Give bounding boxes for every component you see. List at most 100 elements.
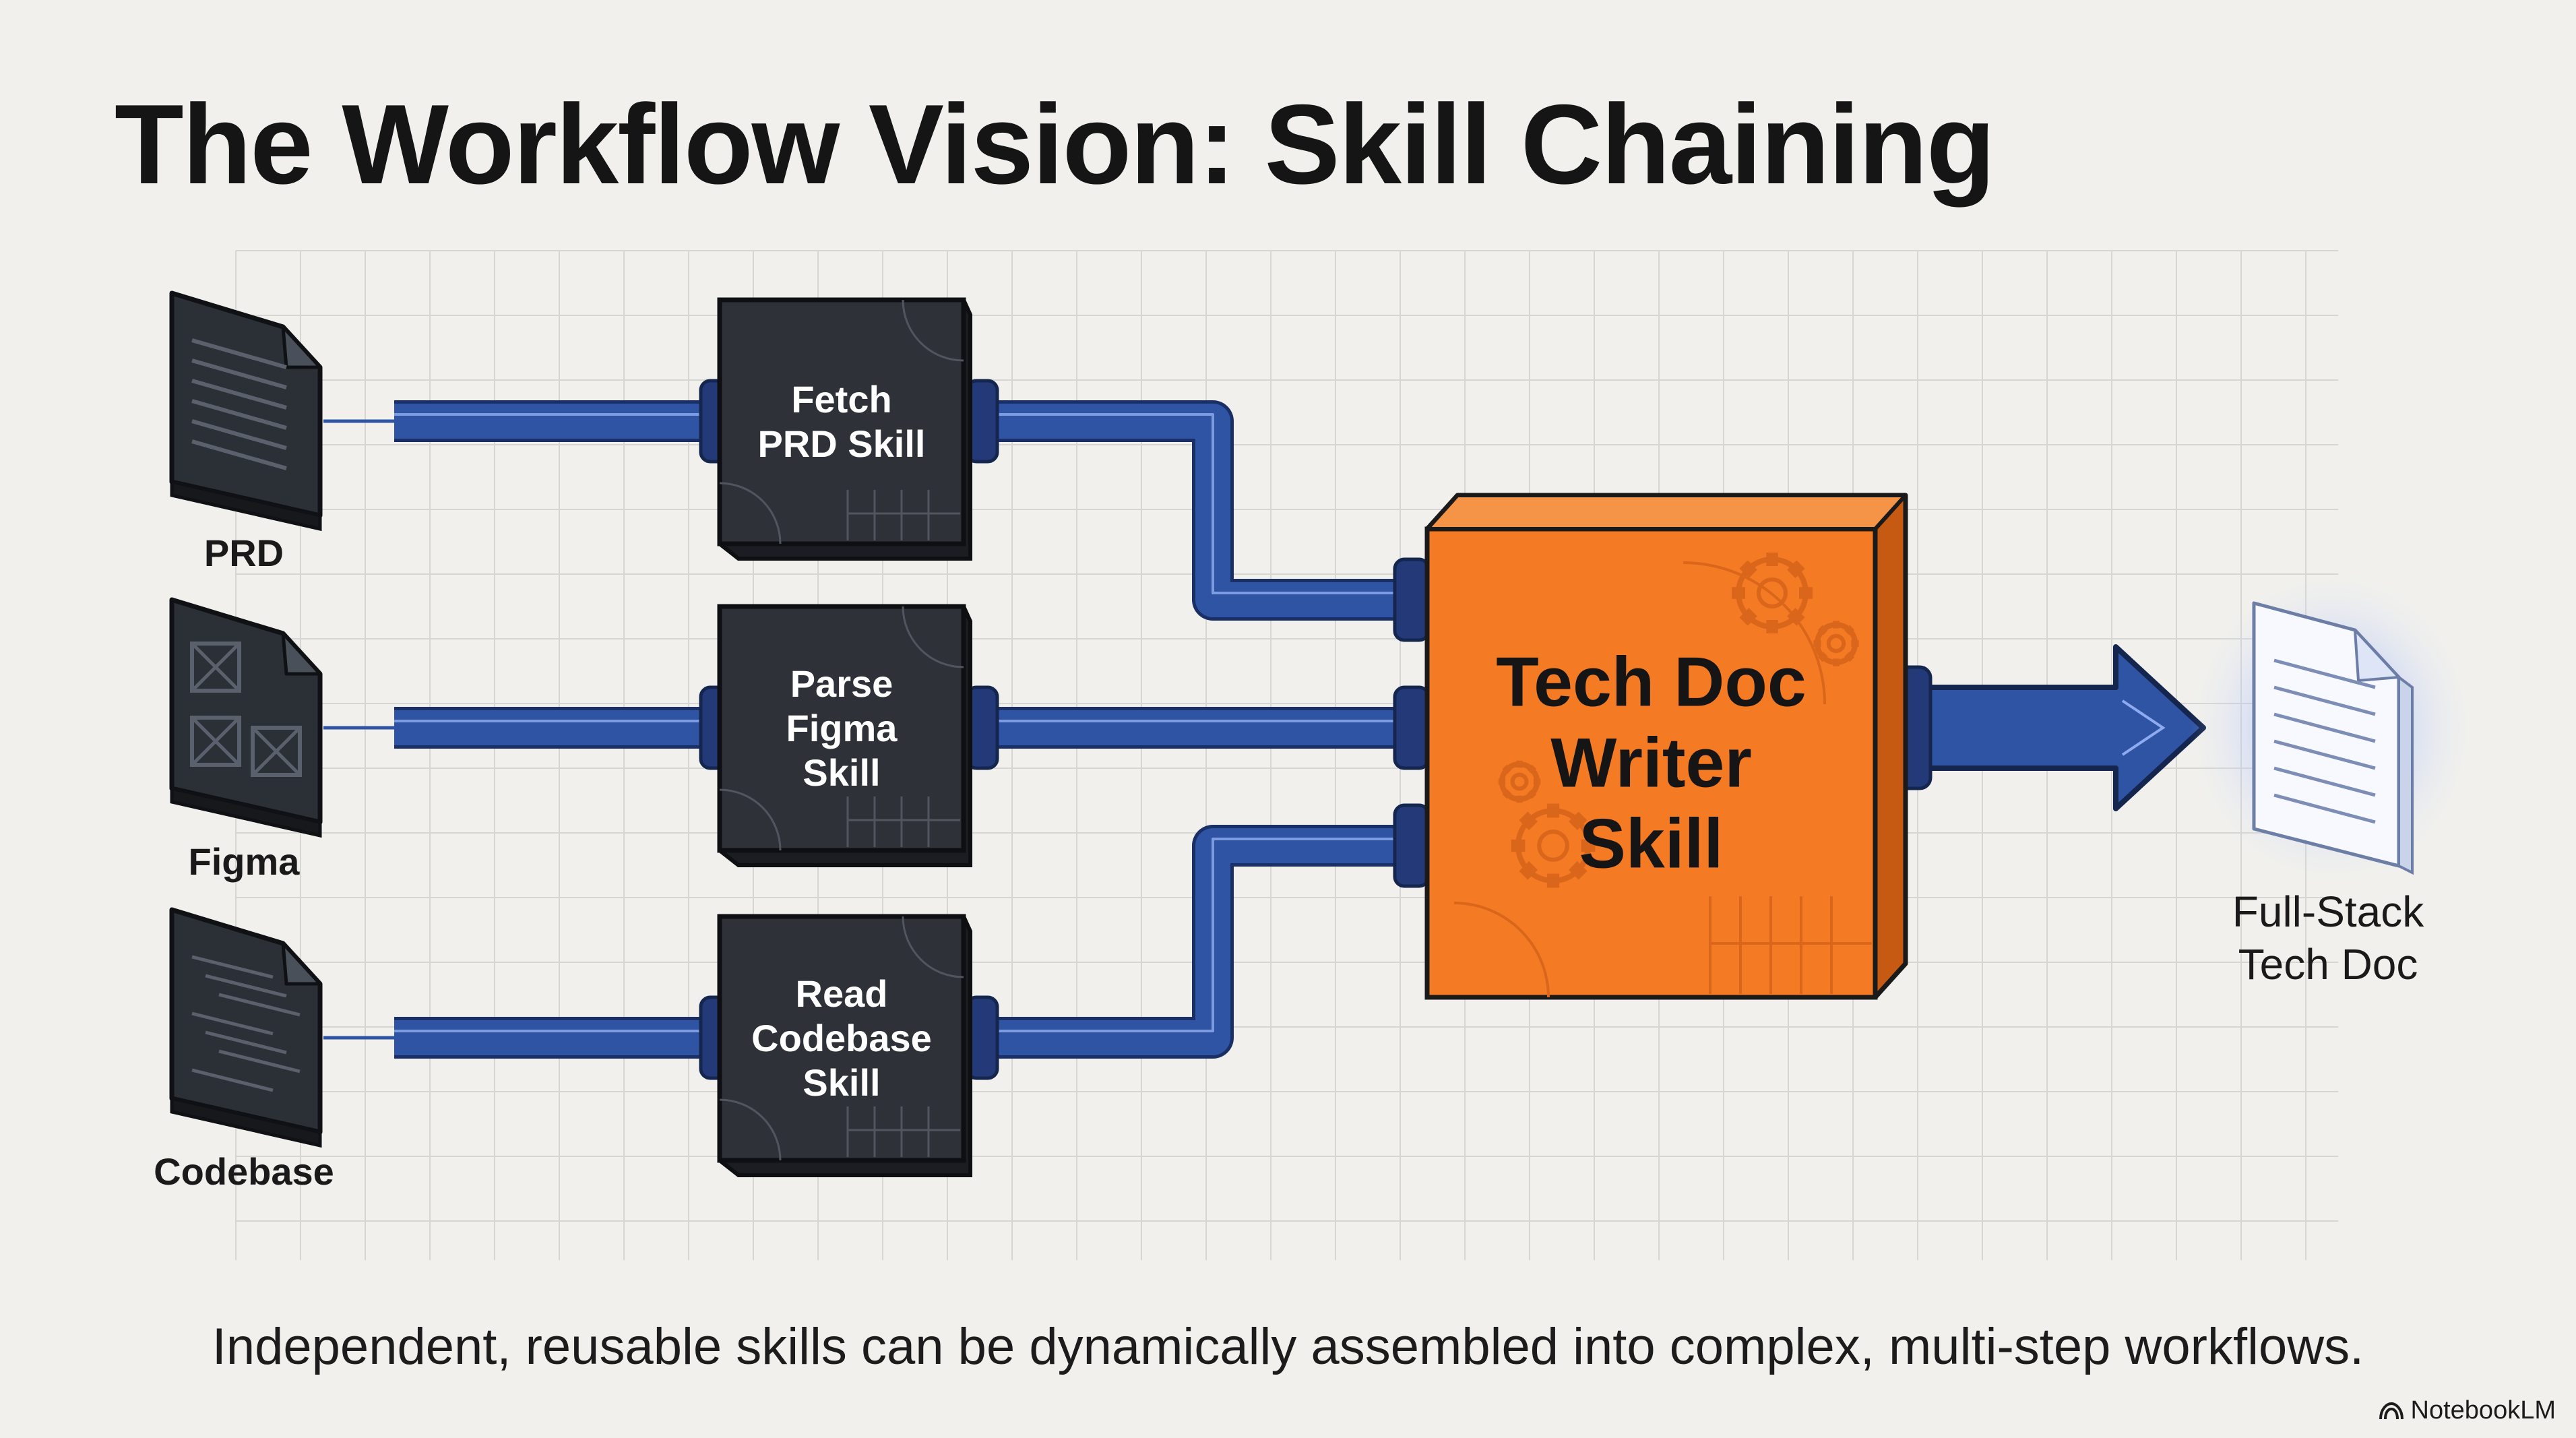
document-fold (281, 941, 322, 986)
slide-caption: Independent, reusable skills can be dyna… (212, 1318, 2364, 1375)
wireframe-box (251, 726, 302, 777)
output-text-line (2273, 793, 2376, 824)
codebase-to-writer-pipe (991, 828, 1402, 1055)
blueprint-arc (902, 916, 964, 978)
code-line (191, 1068, 274, 1092)
writer-label-line: Skill (1579, 805, 1724, 883)
brand-name: NotebookLM (2410, 1396, 2556, 1425)
output-arrow-chevron (2121, 699, 2166, 756)
gear-icon (1732, 553, 1813, 633)
text-line (191, 439, 287, 470)
slide-title: The Workflow Vision: Skill Chaining (115, 81, 1995, 208)
skill-label-line: Codebase (751, 1017, 932, 1059)
skill-box-face (717, 297, 966, 546)
gear-ring (1736, 557, 1809, 629)
wireframe-cross (251, 726, 301, 776)
blueprint-arc (1453, 902, 1550, 998)
skill-label-line: PRD Skill (758, 423, 926, 465)
code-line (205, 974, 287, 998)
codebase-document-icon (169, 907, 323, 1148)
output-label-line: Tech Doc (2238, 940, 2418, 989)
document-edge (170, 479, 322, 532)
code-line (218, 1049, 301, 1073)
gear-hub (1537, 830, 1569, 862)
gear-ring (1499, 761, 1540, 802)
gear-icon (1498, 760, 1541, 803)
wireframe-box (190, 642, 241, 693)
output-label-line: Full-Stack (2232, 887, 2425, 936)
document-front (169, 290, 323, 518)
wireframe-cross (191, 642, 241, 692)
output-doc-fold (2354, 629, 2400, 682)
skill-label-line: Skill (803, 751, 880, 794)
blueprint-arc (719, 788, 782, 851)
code-line (218, 993, 301, 1017)
gear-hub (1826, 633, 1846, 654)
prd-to-writer-pipe-highlight (991, 413, 1402, 594)
writer-input-port (1393, 803, 1431, 888)
gear-icon (1813, 621, 1859, 666)
output-document-icon (2252, 601, 2414, 875)
blueprint-arc (902, 299, 964, 362)
gear-icon (1511, 803, 1596, 888)
writer-box-top (1425, 493, 1908, 531)
skill-label-line: Fetch (791, 378, 891, 420)
gear-hub (1510, 772, 1529, 791)
input-label-codebase: Codebase (154, 1150, 334, 1193)
notebooklm-logo-icon (2379, 1402, 2404, 1419)
writer-label-line: Writer (1550, 724, 1752, 803)
skill-label-line: Read (796, 972, 888, 1015)
output-text-line (2273, 766, 2376, 797)
document-edge (170, 786, 322, 838)
skill-box-face (717, 604, 966, 853)
wireframe-box (190, 716, 241, 767)
text-line (191, 338, 287, 369)
code-line (191, 955, 274, 979)
code-line (205, 1030, 287, 1055)
document-front (169, 907, 323, 1135)
writer-label-line: Tech Doc (1496, 644, 1806, 722)
gear-ring (1815, 622, 1858, 665)
code-line (191, 1011, 274, 1036)
skill-label-line: Parse (790, 662, 893, 705)
output-text-line (2273, 712, 2376, 743)
document-fold (281, 325, 322, 369)
blueprint-arc (902, 606, 964, 668)
text-line (191, 419, 287, 450)
figma-document-icon (169, 597, 323, 838)
input-label-figma: Figma (189, 840, 301, 883)
text-line (191, 399, 287, 430)
blueprint-arc (1683, 561, 1826, 705)
document-fold (281, 631, 322, 676)
skill-label-line: Figma (786, 707, 898, 749)
input-label-prd: PRD (204, 532, 284, 574)
document-front (169, 597, 323, 825)
output-text-line (2273, 739, 2376, 770)
skill-label-line: Skill (803, 1061, 880, 1104)
output-text-line (2273, 658, 2376, 689)
brand-mark: NotebookLM (2379, 1396, 2556, 1425)
writer-input-port (1393, 685, 1431, 770)
prd-to-writer-pipe (991, 404, 1402, 617)
blueprint-arc (719, 1098, 782, 1161)
output-arrow (1911, 644, 2206, 811)
text-line (191, 379, 287, 410)
blueprint-arc (719, 482, 782, 544)
connector-pipes (323, 379, 2206, 1080)
output-doc-edge (2397, 675, 2414, 875)
writer-input-port (1393, 557, 1431, 642)
text-line (191, 358, 287, 389)
prd-document-icon (169, 290, 323, 532)
skill-box-face (717, 914, 966, 1163)
document-edge (170, 1096, 322, 1148)
gear-hub (1757, 577, 1788, 608)
codebase-to-writer-pipe-highlight (991, 838, 1402, 1032)
